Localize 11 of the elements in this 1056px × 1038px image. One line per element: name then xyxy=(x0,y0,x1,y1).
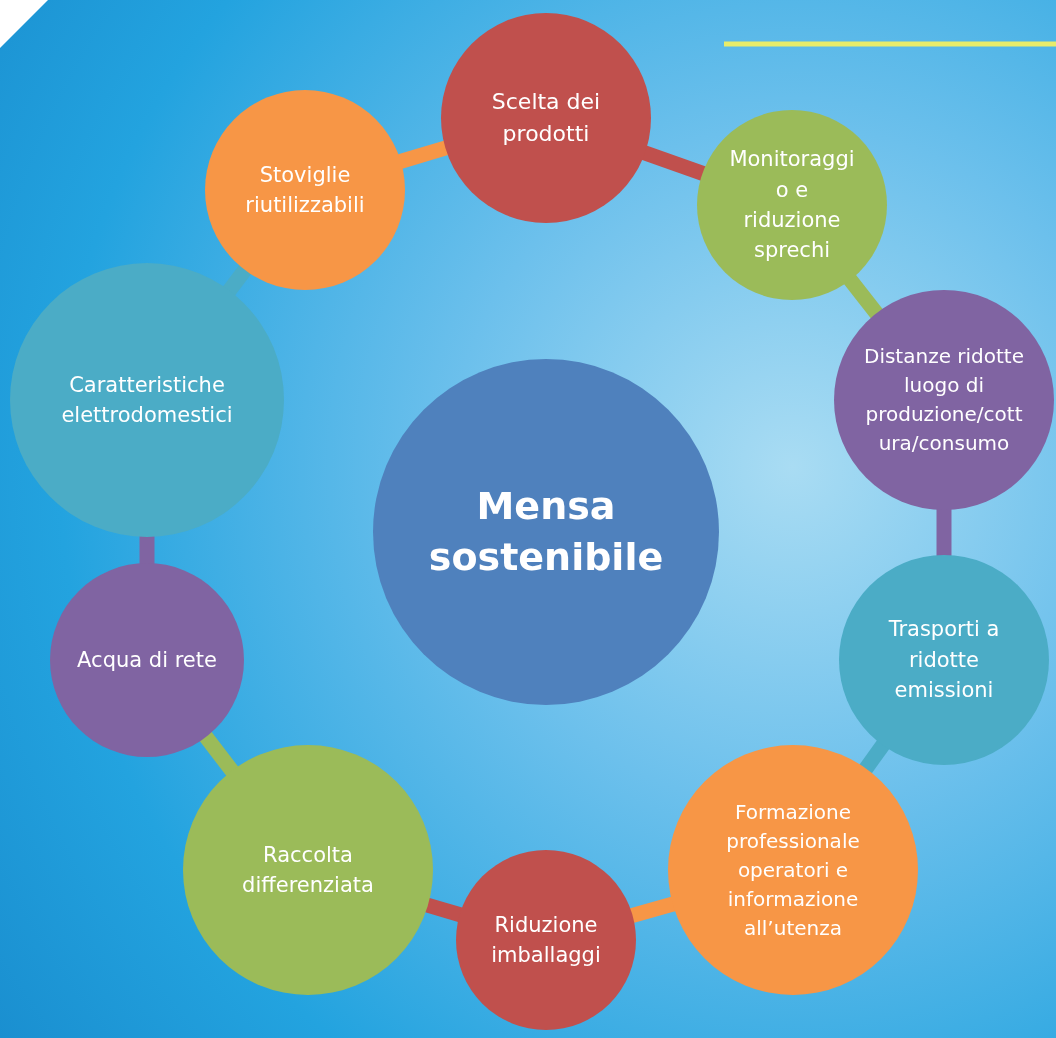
topic-label: Stoviglie riutilizzabili xyxy=(244,161,366,219)
topic-label: Monitoraggio e riduzione sprechi xyxy=(728,146,856,265)
topic-label: Formazione professionale operatori e informazione all’utenza xyxy=(725,798,861,942)
topic-label: Caratteristiche elettrodomestici xyxy=(60,371,234,429)
topic-label: Acqua di rete xyxy=(77,646,217,674)
topic-label: Distanze ridotte luogo di produzione/cottura/consumo xyxy=(863,343,1025,457)
central-title: Mensa sostenibile xyxy=(427,482,665,581)
topic-label: Riduzione imballaggi xyxy=(490,911,602,969)
topic-label: Trasporti a ridotte emissioni xyxy=(887,616,1001,705)
topic-label: Raccolta differenziata xyxy=(241,841,375,899)
topic-label: Scelta dei prodotti xyxy=(490,88,602,148)
